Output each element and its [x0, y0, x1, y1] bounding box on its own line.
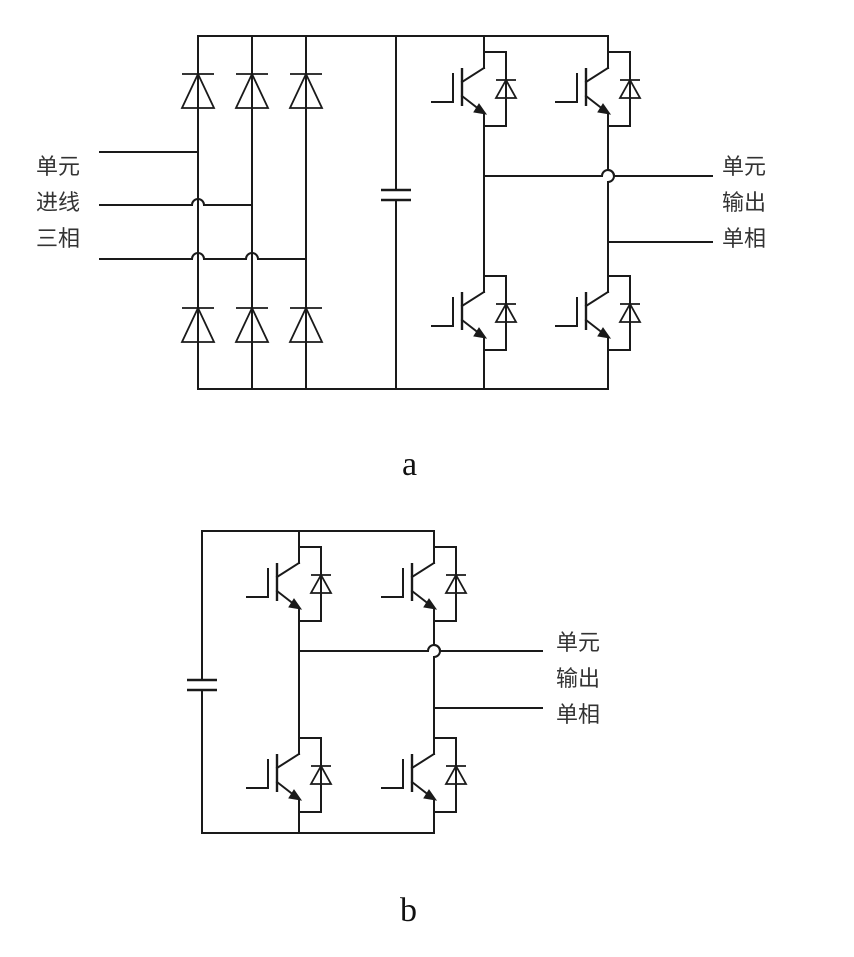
igbt-switch [245, 545, 333, 623]
output-label-b: 单元 输出 单相 [556, 626, 600, 734]
igbt-switch [554, 50, 642, 128]
igbt-switch [380, 736, 468, 814]
igbt-switch [245, 736, 333, 814]
output-label-line: 单相 [556, 703, 601, 728]
igbt-switch [430, 50, 518, 128]
igbt-switch [380, 545, 468, 623]
dc-link-capacitor [381, 35, 411, 390]
igbt-switch [430, 274, 518, 352]
input-label: 单元 进线 三相 [36, 150, 80, 258]
output-label-a: 单元 输出 单相 [722, 150, 766, 258]
output-line [298, 644, 543, 652]
output-label-line: 输出 [722, 191, 767, 216]
output-line [483, 169, 713, 177]
dc-link-capacitor [187, 530, 217, 834]
input-phase-line [99, 252, 307, 260]
caption-a: a [402, 446, 418, 483]
output-label-line: 输出 [556, 667, 601, 692]
input-label-line: 单元 [36, 155, 81, 180]
input-phase-line [99, 198, 253, 206]
output-label-line: 单元 [556, 631, 601, 656]
output-label-line: 单元 [722, 155, 767, 180]
input-label-line: 三相 [36, 227, 81, 252]
diagram-a [99, 35, 713, 390]
igbt-switch [554, 274, 642, 352]
diagram-b [187, 530, 543, 834]
caption-b: b [400, 892, 417, 929]
input-label-line: 进线 [36, 191, 81, 216]
output-label-line: 单相 [722, 227, 767, 252]
